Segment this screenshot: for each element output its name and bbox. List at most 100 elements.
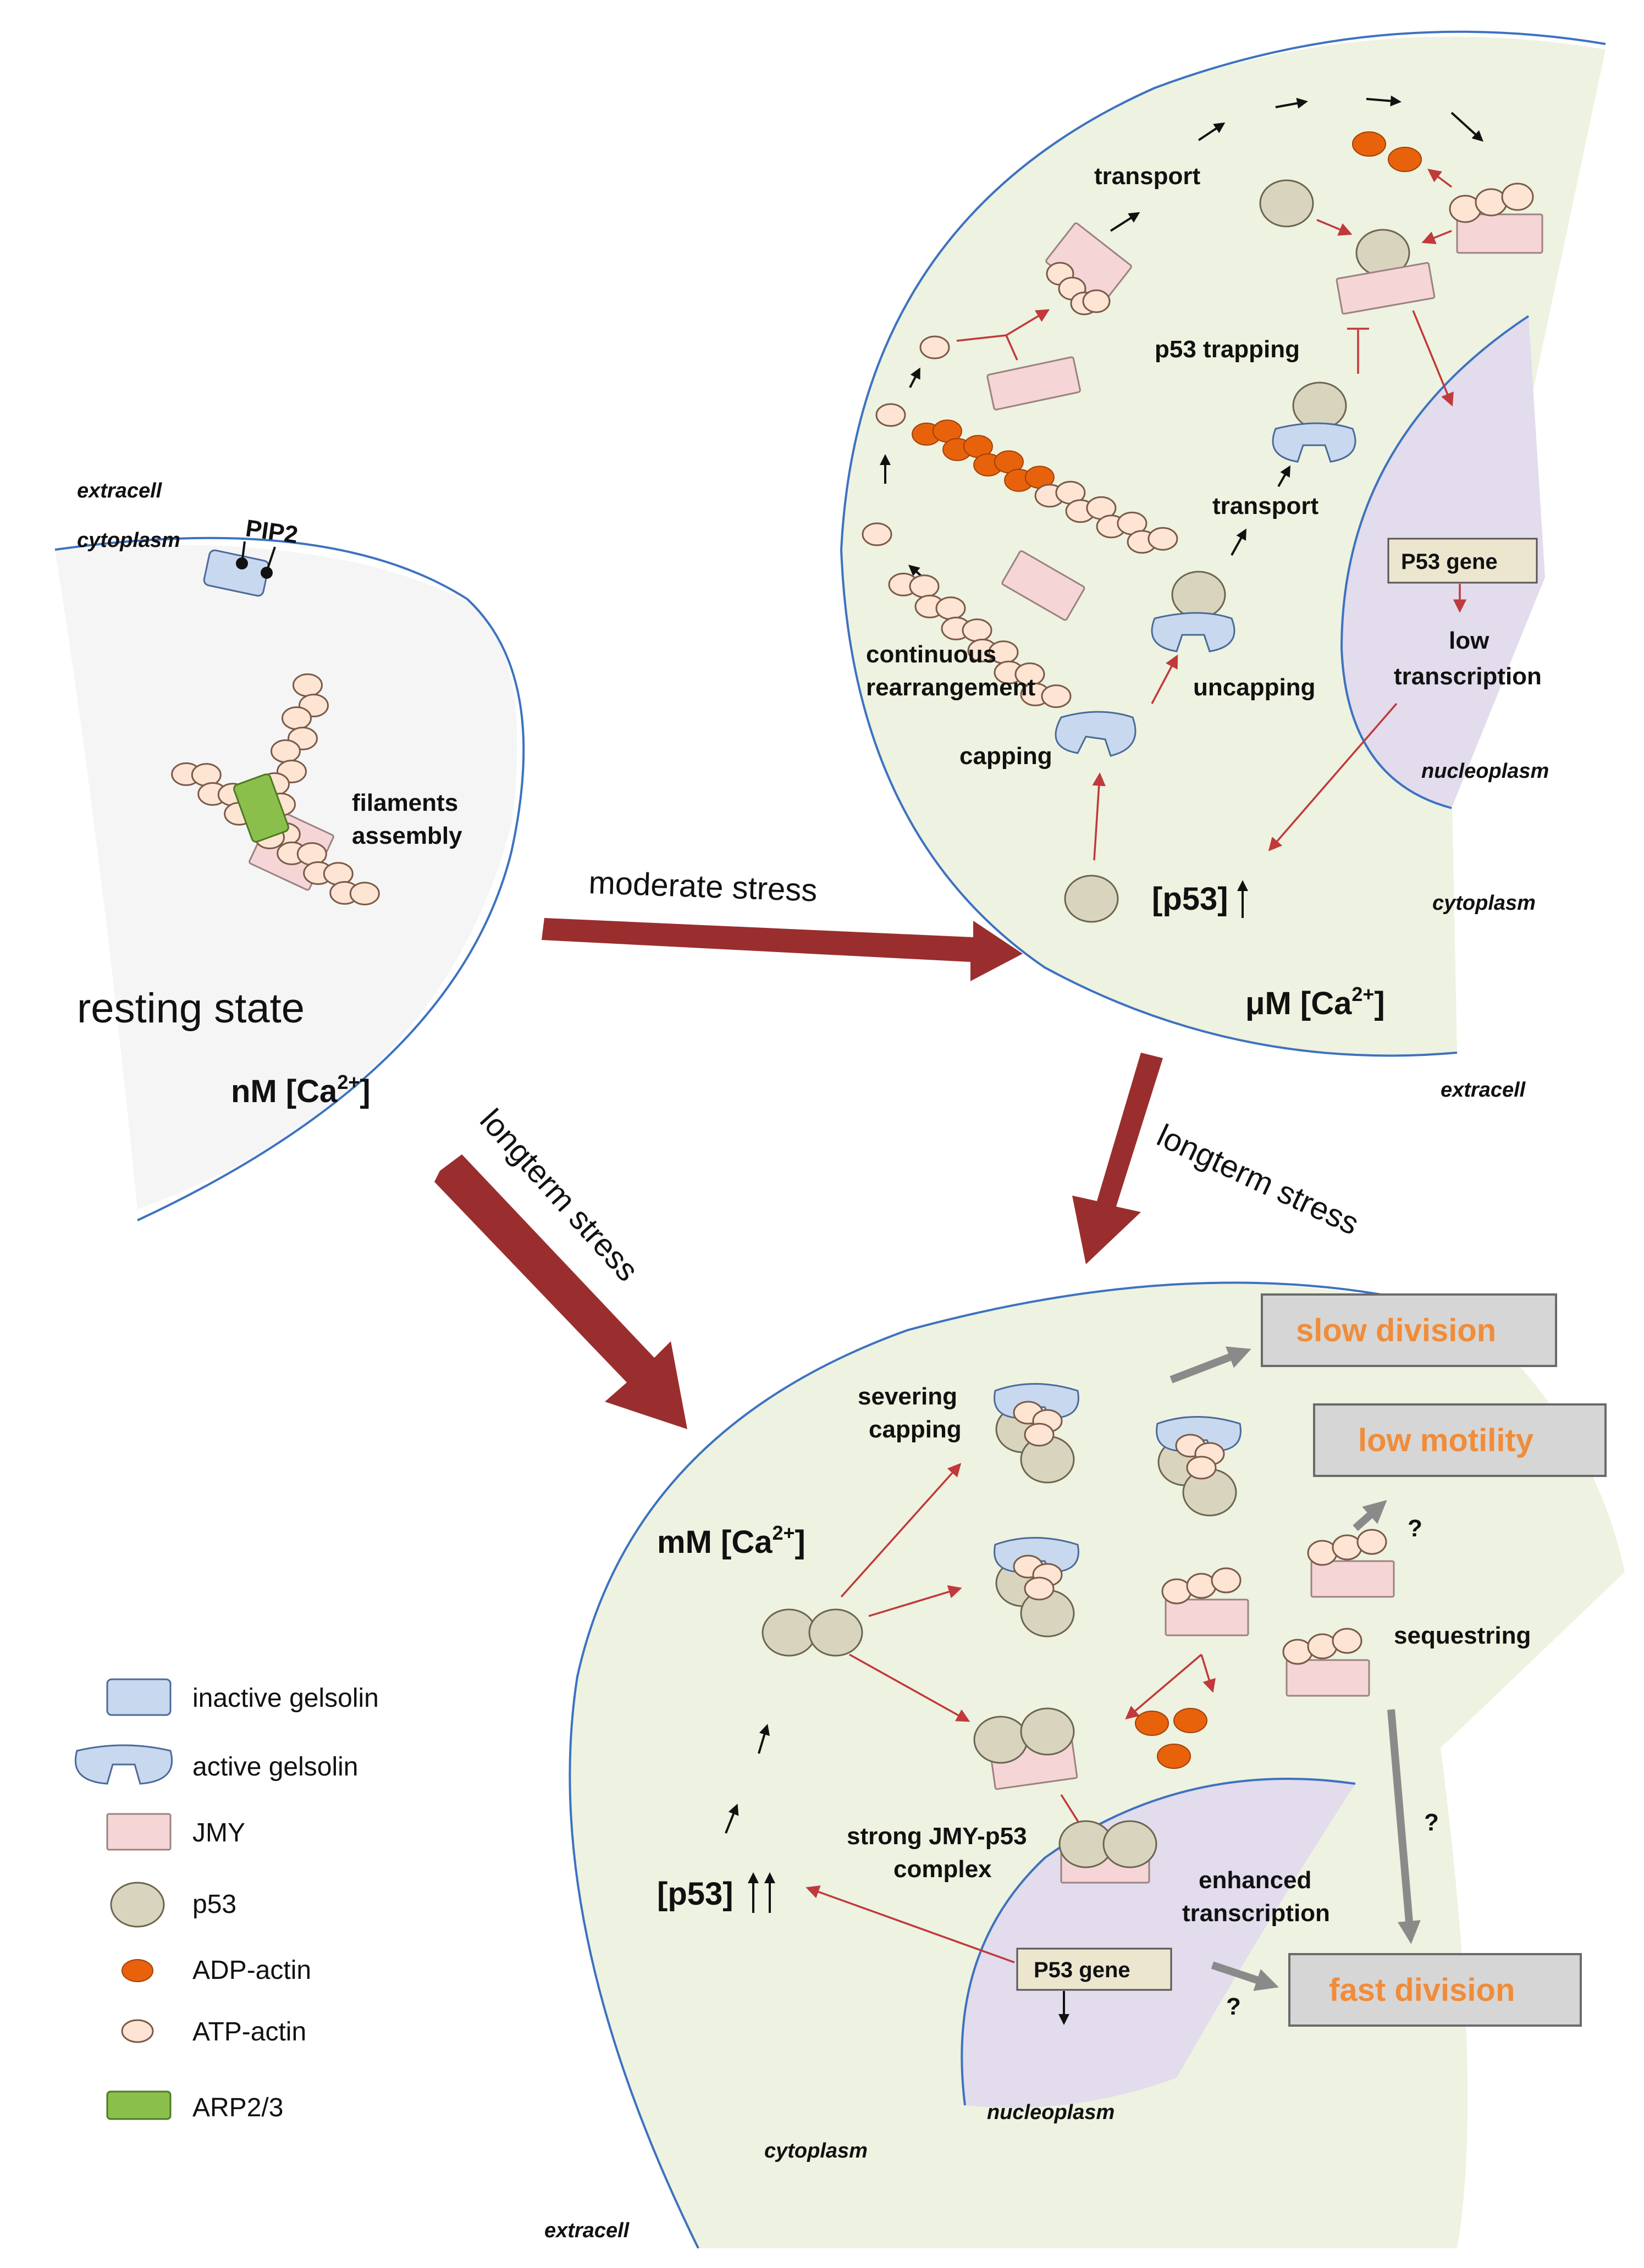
moderate-jmy-bound-actin xyxy=(1449,182,1534,223)
resting-filament-network xyxy=(171,673,380,906)
actin-subunit xyxy=(935,596,966,621)
legend-item-jmy: JMY xyxy=(106,1813,245,1851)
enhanced-label-2: transcription xyxy=(1182,1900,1330,1927)
actin-subunit xyxy=(909,574,940,599)
moderate-jmy-mid xyxy=(986,356,1081,411)
actin-subunit xyxy=(282,706,312,730)
adp-actin-1 xyxy=(1352,131,1386,157)
legend-item-arp23: ARP2/3 xyxy=(106,2090,283,2122)
moderate-active-gelsolin-2 xyxy=(1151,612,1235,652)
severed-complex-1 xyxy=(994,1383,1079,1484)
resting-membrane xyxy=(54,536,525,1221)
longterm-gene-label: P53 gene xyxy=(1034,1958,1130,1982)
longterm-stress-arrow-left: longterm stress xyxy=(434,1102,687,1429)
moderate-gene-label: P53 gene xyxy=(1401,550,1498,574)
slow-division-label: slow division xyxy=(1296,1313,1496,1348)
moderate-nuclear-membrane xyxy=(1340,315,1530,809)
longterm-stress-arrow-right: longterm stress xyxy=(1072,1053,1364,1264)
longterm-jmy-actin-2 xyxy=(1307,1529,1395,1598)
jmy-p53-complex xyxy=(973,1707,1078,1790)
moderate-extracell-label: extracell xyxy=(1441,1078,1526,1102)
moderate-jmy-lower xyxy=(1001,550,1085,621)
moderate-membrane xyxy=(840,30,1606,1057)
svg-text:inactive gelsolin: inactive gelsolin xyxy=(192,1684,379,1713)
sequestring-label: sequestring xyxy=(1394,1622,1531,1649)
severed-complex-3 xyxy=(994,1537,1079,1638)
longterm-nucleoplasm xyxy=(962,1779,1355,2108)
moderate-p53-uncapping xyxy=(1171,571,1226,619)
longterm-adp-2 xyxy=(1173,1708,1207,1733)
longterm-p53-level: [p53] xyxy=(657,1876,733,1912)
moderate-stress-cell: transport p53 trapping transport uncapp xyxy=(840,30,1606,1102)
longterm-gene-box xyxy=(1016,1948,1172,1991)
capping-label: capping xyxy=(959,743,1052,770)
outcome-low-motility: low motility xyxy=(1313,1403,1607,1477)
strong-complex-label-2: complex xyxy=(893,1856,992,1883)
legend-item-adp-actin: ADP-actin xyxy=(122,1956,311,1985)
atp-actin-monomers xyxy=(862,335,950,546)
severing-label-2: capping xyxy=(869,1416,962,1443)
longterm-stress-label-right: longterm stress xyxy=(1152,1118,1365,1242)
transport-label-top: transport xyxy=(1094,163,1200,190)
continuous-label-2: rearrangement xyxy=(866,674,1035,701)
legend-item-p53: p53 xyxy=(110,1882,236,1928)
longterm-nucleoplasm-label: nucleoplasm xyxy=(987,2101,1115,2124)
adp-actin-2 xyxy=(1388,147,1422,172)
svg-text:active gelsolin: active gelsolin xyxy=(192,1752,358,1782)
legend: inactive gelsolin active gelsolin JMY p5… xyxy=(74,1678,379,2122)
actin-subunit xyxy=(1148,527,1178,551)
moderate-filament-adp xyxy=(912,419,1178,554)
resting-extracell-label: extracell xyxy=(77,479,163,502)
longterm-jmy-actin-1 xyxy=(1161,1567,1249,1636)
resting-state-title: resting state xyxy=(77,985,305,1032)
longterm-jmy-actin-3 xyxy=(1282,1628,1370,1697)
uncapping-label: uncapping xyxy=(1193,674,1315,701)
moderate-p53-transport xyxy=(1292,381,1347,430)
transport-label-mid: transport xyxy=(1212,493,1318,519)
svg-text:JMY: JMY xyxy=(192,1818,245,1847)
filaments-label-1: filaments xyxy=(352,789,458,816)
low-label-1: low xyxy=(1449,627,1489,654)
moderate-active-gelsolin-1 xyxy=(1272,422,1356,463)
severing-label-1: severing xyxy=(858,1383,957,1410)
moderate-jmy-right xyxy=(1456,213,1543,254)
fast-division-label: fast division xyxy=(1329,1972,1515,2008)
enhanced-label-1: enhanced xyxy=(1199,1867,1311,1894)
outcome-slow-division: slow division xyxy=(1261,1293,1557,1367)
svg-text:ARP2/3: ARP2/3 xyxy=(192,2093,283,2122)
actin-subunit xyxy=(349,882,380,906)
moderate-calcium-label: μM [Ca2+] xyxy=(1245,983,1385,1021)
pip2-anchored-gelsolin xyxy=(203,541,276,597)
longterm-adp-3 xyxy=(1157,1744,1191,1769)
legend-item-active-gelsolin: active gelsolin xyxy=(74,1744,358,1785)
question-division: ? xyxy=(1424,1809,1439,1836)
actin-subunit xyxy=(293,673,323,697)
actin-subunit xyxy=(962,618,992,643)
low-motility-label: low motility xyxy=(1358,1423,1533,1458)
longterm-nuclear-membrane xyxy=(961,1778,1356,2106)
longterm-membrane xyxy=(569,1281,1447,2249)
svg-text:p53: p53 xyxy=(192,1890,236,1919)
p53-trapping-label: p53 trapping xyxy=(1155,336,1300,363)
p53-dimer xyxy=(762,1608,863,1657)
legend-item-inactive-gelsolin: inactive gelsolin xyxy=(106,1678,379,1716)
moderate-capping-gelsolin xyxy=(1055,711,1137,757)
moderate-nucleoplasm-label: nucleoplasm xyxy=(1421,760,1549,783)
moderate-filament-capped xyxy=(888,572,1072,709)
longterm-adp-1 xyxy=(1135,1711,1169,1736)
moderate-p53-free xyxy=(1259,179,1314,228)
svg-text:ATP-actin: ATP-actin xyxy=(192,2017,306,2046)
longterm-calcium-label: mM [Ca2+] xyxy=(657,1522,806,1560)
severed-complex-2 xyxy=(1156,1416,1242,1517)
moderate-p53-level: [p53] xyxy=(1152,881,1228,917)
question-transcription: ? xyxy=(1226,1993,1241,2020)
actin-subunit xyxy=(271,739,301,763)
pip2-label: PIP2 xyxy=(244,515,300,549)
continuous-label-1: continuous xyxy=(866,641,996,668)
moderate-p53-pool xyxy=(1064,875,1119,923)
longterm-extracell-label: extracell xyxy=(544,2219,630,2242)
nuclear-jmy-p53 xyxy=(1058,1820,1157,1884)
moderate-jmy-trap xyxy=(1336,262,1436,315)
moderate-small-filament xyxy=(1046,262,1111,316)
